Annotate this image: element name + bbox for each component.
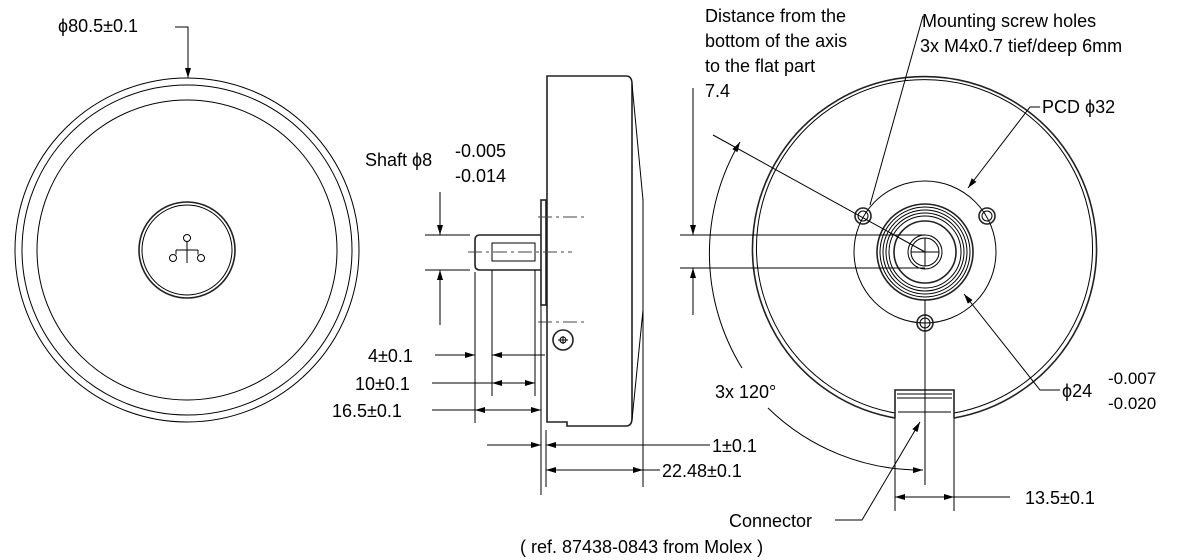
screw-icon	[552, 329, 574, 351]
face-ring	[36, 99, 338, 401]
angle-arc-top	[708, 141, 743, 369]
shaft-tol-upper: -0.005	[455, 141, 506, 161]
connector-label: Connector	[729, 511, 812, 531]
mounting-note-line-2: 3x M4x0.7 tief/deep 6mm	[920, 36, 1122, 56]
network-logo-icon	[169, 234, 205, 263]
hub-cap	[138, 201, 236, 299]
rear-view: Distance from the bottom of the axis to …	[520, 6, 1156, 557]
front-view: ϕ80.5±0.1	[14, 16, 360, 423]
dim-16-5: 16.5±0.1	[332, 401, 402, 421]
hub-tol-upper: -0.007	[1108, 369, 1156, 388]
dim-1: 1±0.1	[712, 436, 757, 456]
pcd-label: PCD ϕ32	[1042, 97, 1115, 117]
dim-4: 4±0.1	[368, 346, 413, 366]
angle-label: 3x 120°	[715, 382, 776, 402]
mounting-leader	[869, 15, 924, 206]
motor-body	[546, 75, 633, 427]
connector-ref: ( ref. 87438-0843 from Molex )	[520, 537, 763, 557]
side-view: Shaft ϕ8 -0.005 -0.014 4±0.1 10±0.1 16.5…	[332, 75, 757, 495]
diameter-label: ϕ80.5±0.1	[58, 16, 138, 36]
rim-inner-edge	[21, 84, 353, 416]
angle-ray	[712, 134, 926, 253]
mounting-note-line-1: Mounting screw holes	[922, 11, 1096, 31]
hub-label: ϕ24	[1062, 381, 1092, 401]
dim-10: 10±0.1	[355, 374, 410, 394]
angle-arc-bottom	[767, 407, 924, 474]
outer-rim	[751, 75, 1098, 419]
dim-22-48: 22.48±0.1	[662, 461, 742, 481]
shaft-tol-lower: -0.014	[455, 166, 506, 186]
hub-leader	[963, 293, 1060, 391]
connector-leader	[835, 421, 921, 521]
flat-note-value: 7.4	[705, 81, 730, 101]
connector-width: 13.5±0.1	[1025, 488, 1095, 508]
pcd-leader	[967, 106, 1040, 189]
flat-note-line-1: Distance from the	[705, 6, 846, 26]
rear-cap	[631, 83, 644, 421]
bearing-rings	[876, 203, 974, 301]
hub-tol-lower: -0.020	[1108, 394, 1156, 413]
rim-inner	[756, 79, 1093, 414]
mounting-hole	[978, 207, 996, 225]
outer-rim	[14, 77, 360, 423]
diameter-leader	[175, 26, 191, 78]
shaft-label: Shaft ϕ8	[365, 150, 432, 170]
center-lines	[468, 216, 586, 323]
flat-note-line-3: to the flat part	[705, 56, 815, 76]
mounting-hole	[854, 207, 872, 225]
flat-note-line-2: bottom of the axis	[705, 31, 847, 51]
hub-cap-inner	[141, 204, 233, 296]
keyway	[491, 242, 536, 262]
